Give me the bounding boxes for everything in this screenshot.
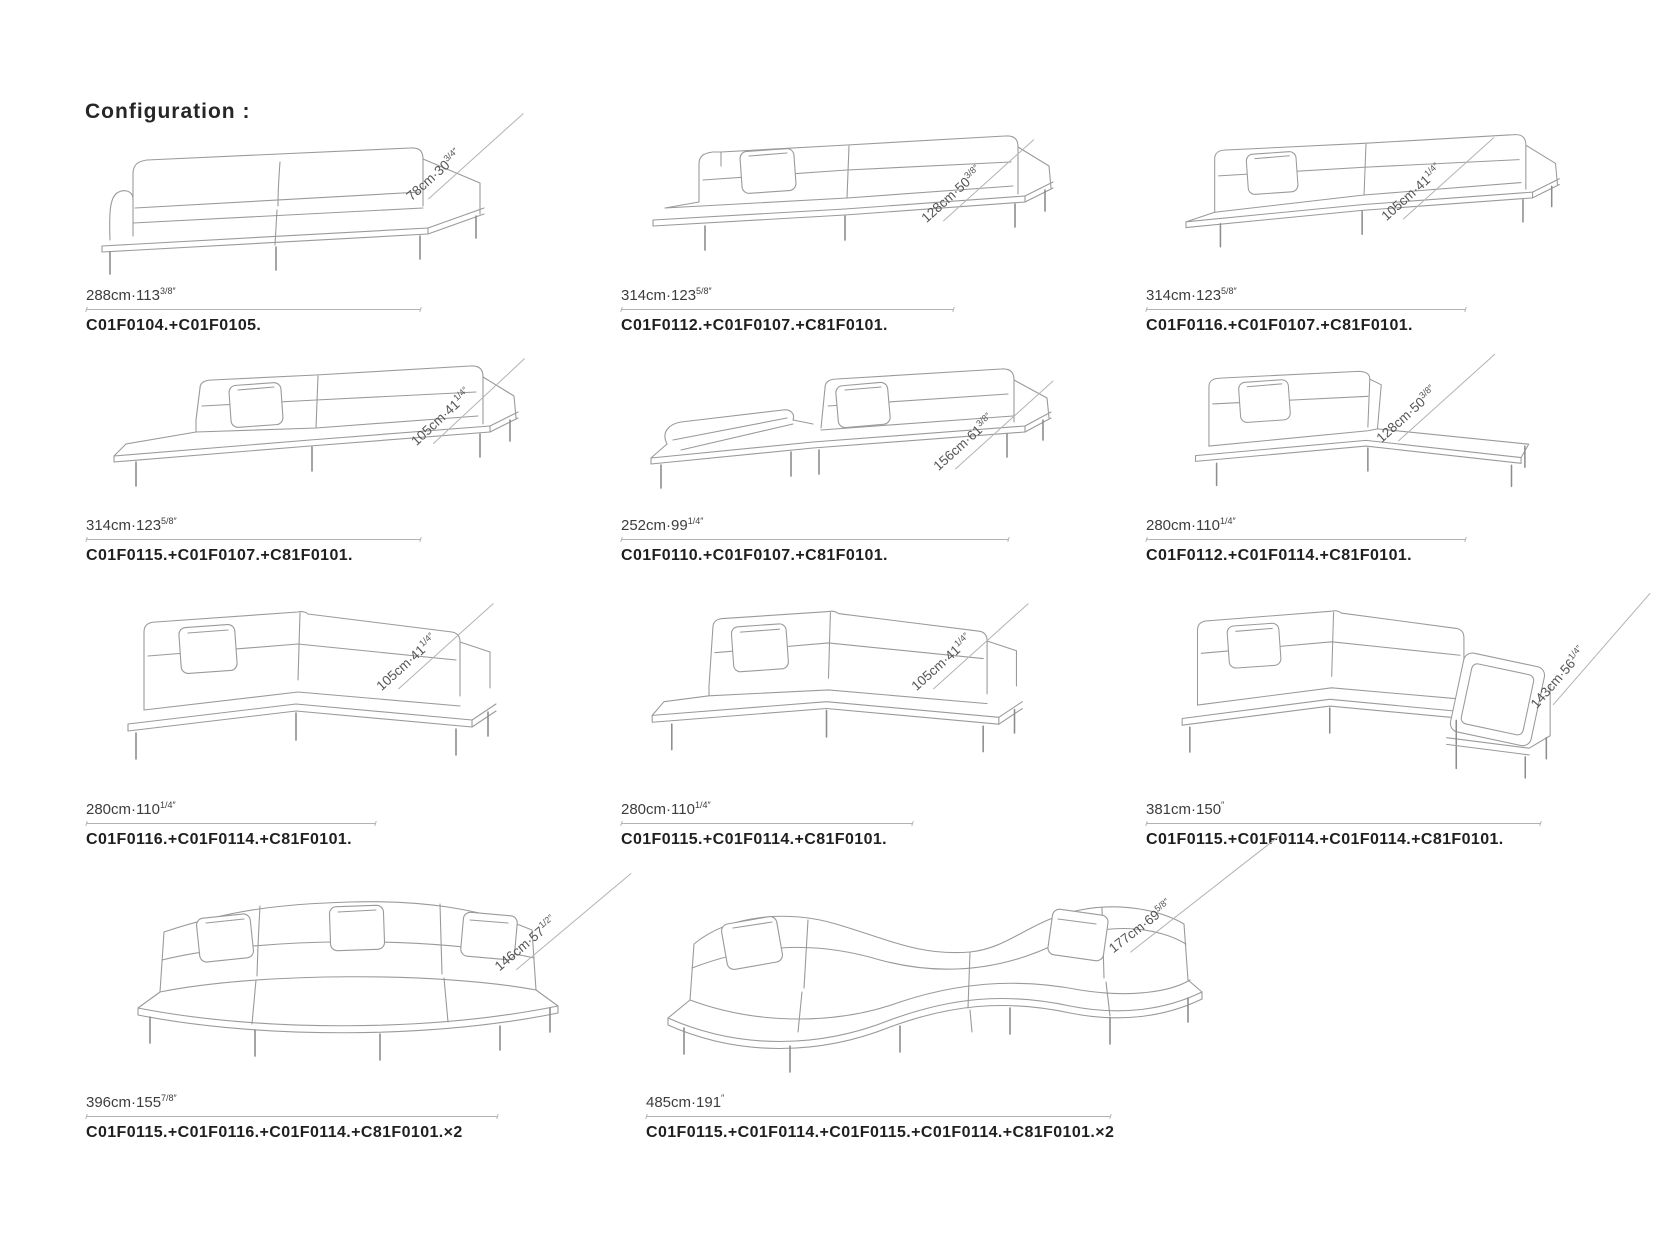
- product-codes: C01F0112.+C01F0107.+C81F0101.: [621, 317, 888, 334]
- product-codes: C01F0115.+C01F0116.+C01F0114.+C81F0101.×…: [86, 1124, 463, 1141]
- config-cell-8: 105cm·411/4″ 280cm·1101/4″ C01F0115.+C01…: [615, 592, 1085, 849]
- product-codes: C01F0115.+C01F0114.+C01F0114.+C81F0101.: [1146, 831, 1504, 848]
- width-dimension: 381cm·150″: [1146, 800, 1600, 824]
- product-codes: C01F0116.+C01F0114.+C81F0101.: [86, 831, 353, 848]
- config-cell-2: 128cm·503/8″ 314cm·1235/8″ C01F0112.+C01…: [615, 128, 1085, 335]
- product-codes: C01F0116.+C01F0107.+C81F0101.: [1146, 317, 1413, 334]
- product-codes: C01F0115.+C01F0114.+C01F0115.+C01F0114.+…: [646, 1124, 1115, 1141]
- sofa-line-drawing: [1195, 370, 1530, 488]
- sofa-line-drawing: [650, 368, 1052, 489]
- width-dimension: 314cm·1235/8″: [621, 286, 1085, 310]
- sofa-line-drawing: [652, 135, 1054, 251]
- width-dimension: 314cm·1235/8″: [86, 516, 560, 540]
- config-cell-9: 143cm·561/4″ 381cm·150″ C01F0115.+C01F01…: [1140, 592, 1651, 849]
- sofa-line-drawing: [113, 365, 519, 487]
- sofa-line-drawing: [1181, 610, 1551, 779]
- config-cell-3: 105cm·411/4″ 314cm·1235/8″ C01F0116.+C01…: [1140, 128, 1590, 335]
- config-cell-11: 177cm·695/8″ 485cm·191″ C01F0115.+C01F01…: [640, 833, 1282, 1142]
- config-cell-4: 105cm·411/4″ 314cm·1235/8″ C01F0115.+C01…: [80, 357, 560, 565]
- width-dimension: 314cm·1235/8″: [1146, 286, 1590, 310]
- sofa-line-drawing: [127, 611, 497, 760]
- config-cell-1: 78cm·303/4″ 288cm·1133/8″ C01F0104.+C01F…: [80, 112, 560, 335]
- product-codes: C01F0115.+C01F0114.+C81F0101.: [621, 831, 888, 848]
- width-dimension: 280cm·1101/4″: [621, 800, 1085, 824]
- product-codes: C01F0110.+C01F0107.+C81F0101.: [621, 547, 888, 564]
- config-cell-7: 105cm·411/4″ 280cm·1101/4″ C01F0116.+C01…: [80, 592, 560, 849]
- page-title: Configuration :: [85, 100, 251, 123]
- width-dimension: 280cm·1101/4″: [86, 800, 560, 824]
- sofa-line-drawing: [651, 610, 1023, 753]
- config-cell-10: 146cm·571/2″ 396cm·1557/8″ C01F0115.+C01…: [80, 872, 640, 1142]
- product-codes: C01F0104.+C01F0105.: [86, 317, 262, 334]
- product-codes: C01F0112.+C01F0114.+C81F0101.: [1146, 547, 1413, 564]
- width-dimension: 288cm·1133/8″: [86, 286, 560, 310]
- config-cell-5: 156cm·613/8″ 252cm·991/4″ C01F0110.+C01F…: [615, 358, 1085, 565]
- config-cell-6: 128cm·503/8″ 280cm·1101/4″ C01F0112.+C01…: [1140, 353, 1590, 565]
- width-dimension: 396cm·1557/8″: [86, 1093, 640, 1117]
- sofa-line-drawing: [101, 147, 485, 275]
- width-dimension: 252cm·991/4″: [621, 516, 1085, 540]
- sofa-line-drawing: [1185, 134, 1560, 248]
- product-codes: C01F0115.+C01F0107.+C81F0101.: [86, 547, 353, 564]
- width-dimension: 280cm·1101/4″: [1146, 516, 1590, 540]
- sofa-line-drawing: [137, 901, 559, 1061]
- sofa-line-drawing: [667, 906, 1203, 1073]
- width-dimension: 485cm·191″: [646, 1093, 1260, 1117]
